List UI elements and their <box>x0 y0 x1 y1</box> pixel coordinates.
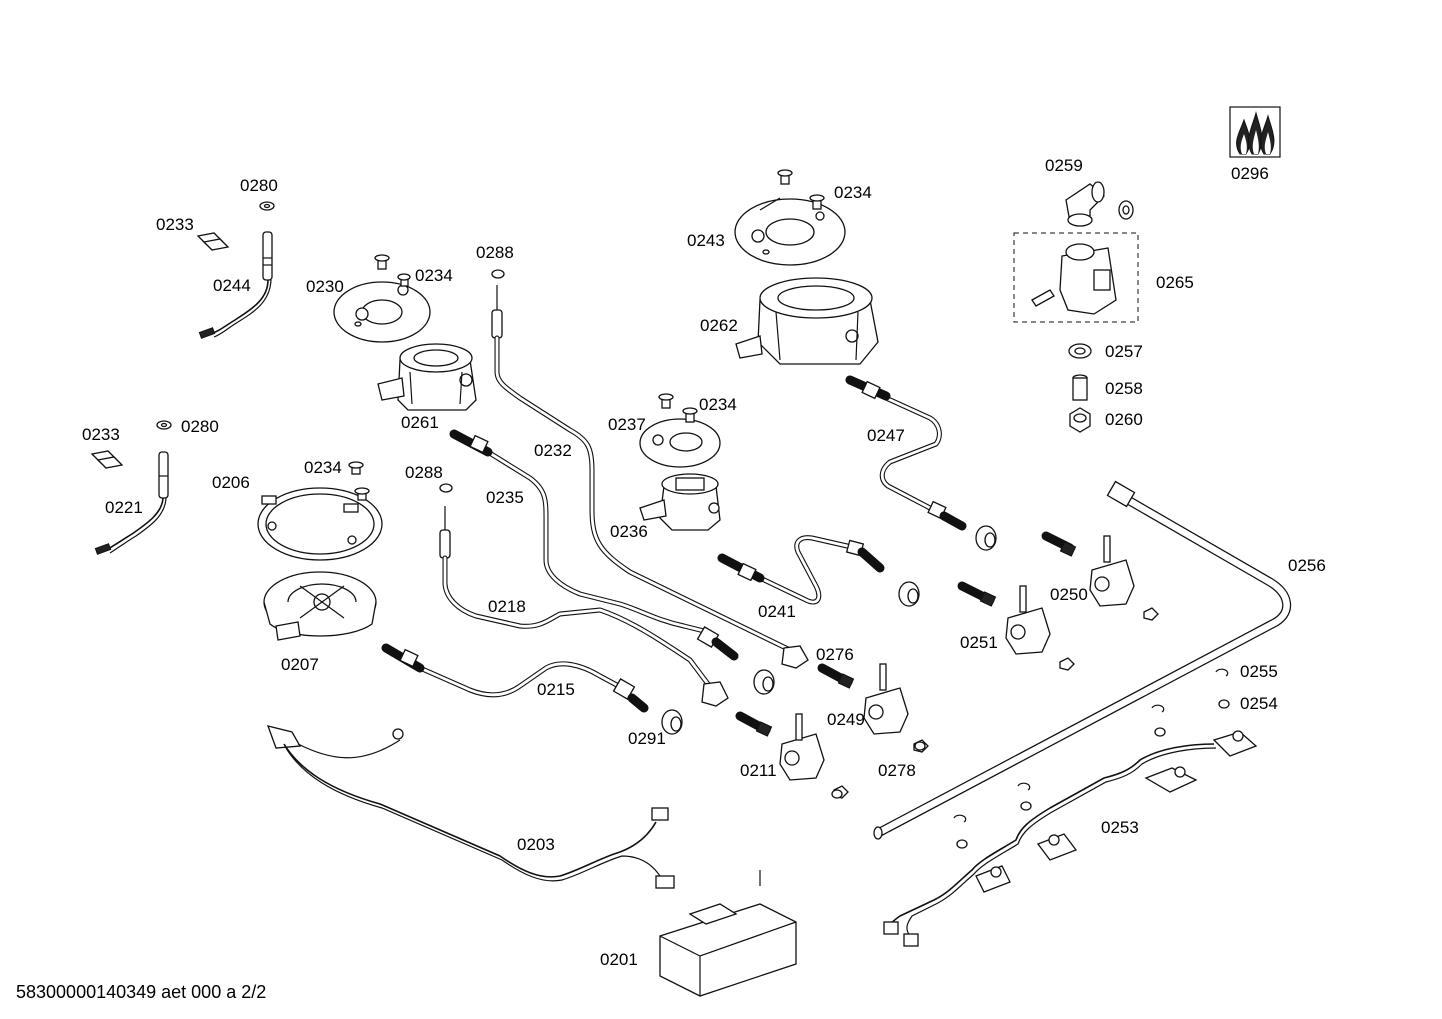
seal-0257 <box>1068 343 1092 359</box>
callout-0201: 0201 <box>600 950 638 969</box>
gas-regulator-0265 <box>1013 232 1139 323</box>
wiring-harness-0203 <box>266 725 675 889</box>
thermocouple-0232 <box>491 269 809 669</box>
callout-0250: 0250 <box>1050 585 1088 604</box>
callout-0232: 0232 <box>534 441 572 460</box>
callout-0259: 0259 <box>1045 156 1083 175</box>
callout-0256: 0256 <box>1288 556 1326 575</box>
callout-0253: 0253 <box>1101 818 1139 837</box>
burner-body-0236 <box>639 473 721 531</box>
callout-0265: 0265 <box>1156 273 1194 292</box>
callout-0206: 0206 <box>212 473 250 492</box>
callout-0236: 0236 <box>610 522 648 541</box>
callout-0230: 0230 <box>306 277 344 296</box>
gas-pipe-0215 <box>381 643 683 735</box>
callout-0233-top: 0233 <box>156 215 194 234</box>
callout-0234-d: 0234 <box>304 458 342 477</box>
callout-0235: 0235 <box>486 488 524 507</box>
callout-0234-a: 0234 <box>415 266 453 285</box>
thermocouple-0235 <box>449 429 739 661</box>
callout-0218: 0218 <box>488 597 526 616</box>
gas-pipe-0241 <box>717 535 920 607</box>
washer <box>831 789 843 799</box>
callout-labels: 0280 0233 0244 0230 0234 0288 0234 0243 … <box>82 156 1326 969</box>
burner-cap-ring-0243 <box>734 169 846 266</box>
nut-0260 <box>1069 407 1091 433</box>
callout-0243: 0243 <box>687 231 725 250</box>
callout-0288-top: 0288 <box>476 243 514 262</box>
ignition-switch-harness-0253 <box>883 668 1258 947</box>
callout-0247: 0247 <box>867 426 905 445</box>
burner-body-0207 <box>263 571 377 641</box>
callout-0288-bottom: 0288 <box>405 463 443 482</box>
callout-0296: 0296 <box>1231 164 1269 183</box>
gas-manifold-0256 <box>873 480 1291 840</box>
drawing-number-footer: 58300000140349 aet 000 a 2/2 <box>16 982 266 1002</box>
callout-0234-b: 0234 <box>834 183 872 202</box>
burner-cap-ring-0206 <box>257 461 383 561</box>
gas-valve-0250 <box>1041 531 1159 621</box>
callout-0261: 0261 <box>401 413 439 432</box>
callout-0278: 0278 <box>878 761 916 780</box>
control-module-0201 <box>659 870 797 997</box>
callout-0203: 0203 <box>517 835 555 854</box>
callout-0276: 0276 <box>816 645 854 664</box>
ignition-electrode-0221 <box>90 420 172 555</box>
callout-0241: 0241 <box>758 602 796 621</box>
nozzle-0258 <box>1072 374 1088 401</box>
callout-0251: 0251 <box>960 633 998 652</box>
ignition-electrode-0244 <box>196 201 275 339</box>
gas-pipe-0247 <box>845 375 997 551</box>
callout-0254: 0254 <box>1240 694 1278 713</box>
callout-0291: 0291 <box>628 729 666 748</box>
callout-0215: 0215 <box>537 680 575 699</box>
gas-valve-0251 <box>957 581 1075 671</box>
callout-0255: 0255 <box>1240 662 1278 681</box>
thermocouple-0218 <box>439 483 729 707</box>
callout-0249: 0249 <box>827 710 865 729</box>
gas-valve-0211 <box>735 711 849 799</box>
callout-0211: 0211 <box>740 761 777 780</box>
flame-icon <box>1229 106 1281 158</box>
callout-0280-top: 0280 <box>240 176 278 195</box>
burner-body-0261 <box>377 343 477 411</box>
callout-0221: 0221 <box>105 498 143 517</box>
callout-0258: 0258 <box>1105 379 1143 398</box>
burner-cap-ring-0237 <box>639 393 721 468</box>
callout-0280-bottom: 0280 <box>181 417 219 436</box>
burner-body-0262 <box>735 277 879 365</box>
callout-0257: 0257 <box>1105 342 1143 361</box>
callout-0207: 0207 <box>281 655 319 674</box>
burner-cap-ring-0230 <box>333 254 431 343</box>
callout-0234-c: 0234 <box>699 395 737 414</box>
callout-0237: 0237 <box>608 415 646 434</box>
callout-0244: 0244 <box>213 276 251 295</box>
callout-0262: 0262 <box>700 316 738 335</box>
callout-0233-bottom: 0233 <box>82 425 120 444</box>
washer <box>914 741 926 751</box>
gas-valve-0249 <box>817 663 929 753</box>
callout-0260: 0260 <box>1105 410 1143 429</box>
nut-0276 <box>753 669 775 695</box>
gas-inlet-elbow-0259 <box>1065 181 1134 227</box>
